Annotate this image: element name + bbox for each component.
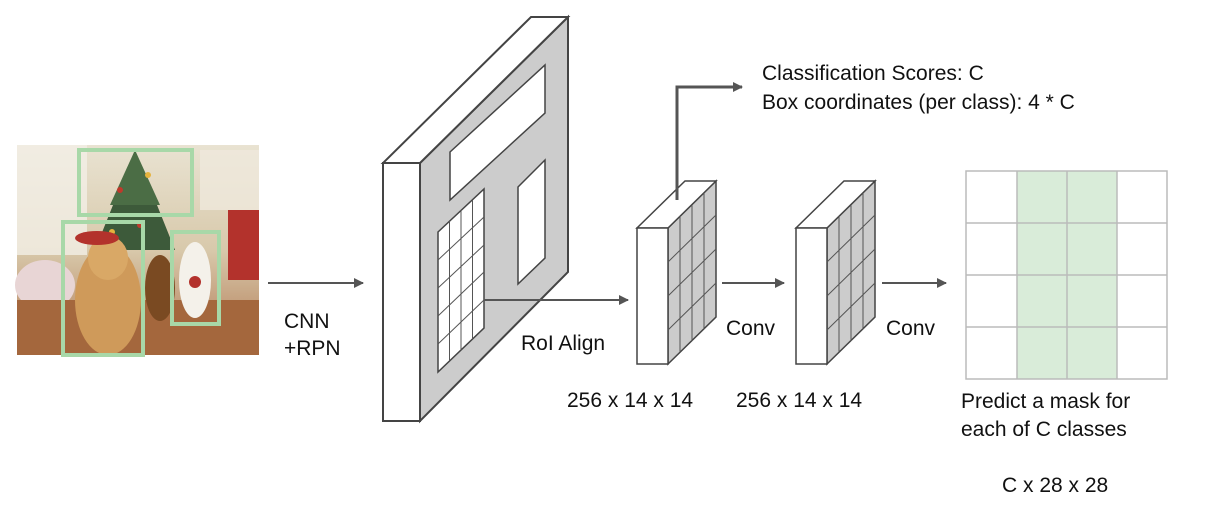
detection-box-dog [61, 220, 145, 357]
detection-box-cat [170, 230, 221, 326]
input-photo [15, 145, 259, 357]
roi-align-label: RoI Align [521, 332, 606, 355]
mask-dimensions-label: C x 28 x 28 [1002, 474, 1109, 497]
detection-box-tree [77, 148, 194, 217]
feature-map-block [380, 14, 571, 424]
classification-scores-label: Classification Scores: C [762, 62, 984, 85]
golden-retriever [75, 245, 141, 355]
feature-region-right [517, 158, 546, 286]
mask-description-line-2: each of C classes [961, 418, 1127, 441]
feature-block-1 [635, 179, 718, 366]
conv-label-2: Conv [886, 317, 936, 340]
dimension-label-1: 256 x 14 x 14 [567, 389, 694, 412]
feature-block-2 [794, 179, 877, 366]
rpn-label: +RPN [284, 337, 341, 360]
arrow-to-classification [675, 82, 743, 200]
red-pillow [15, 260, 75, 310]
dimension-label-2: 256 x 14 x 14 [736, 389, 863, 412]
feature-region-top [449, 63, 546, 202]
brown-dog [145, 255, 175, 321]
conv-label-1: Conv [726, 317, 776, 340]
box-coordinates-label: Box coordinates (per class): 4 * C [762, 91, 1075, 114]
cnn-label: CNN [284, 310, 330, 333]
mask-grid [965, 170, 1168, 380]
mask-description-line-1: Predict a mask for [961, 390, 1131, 413]
